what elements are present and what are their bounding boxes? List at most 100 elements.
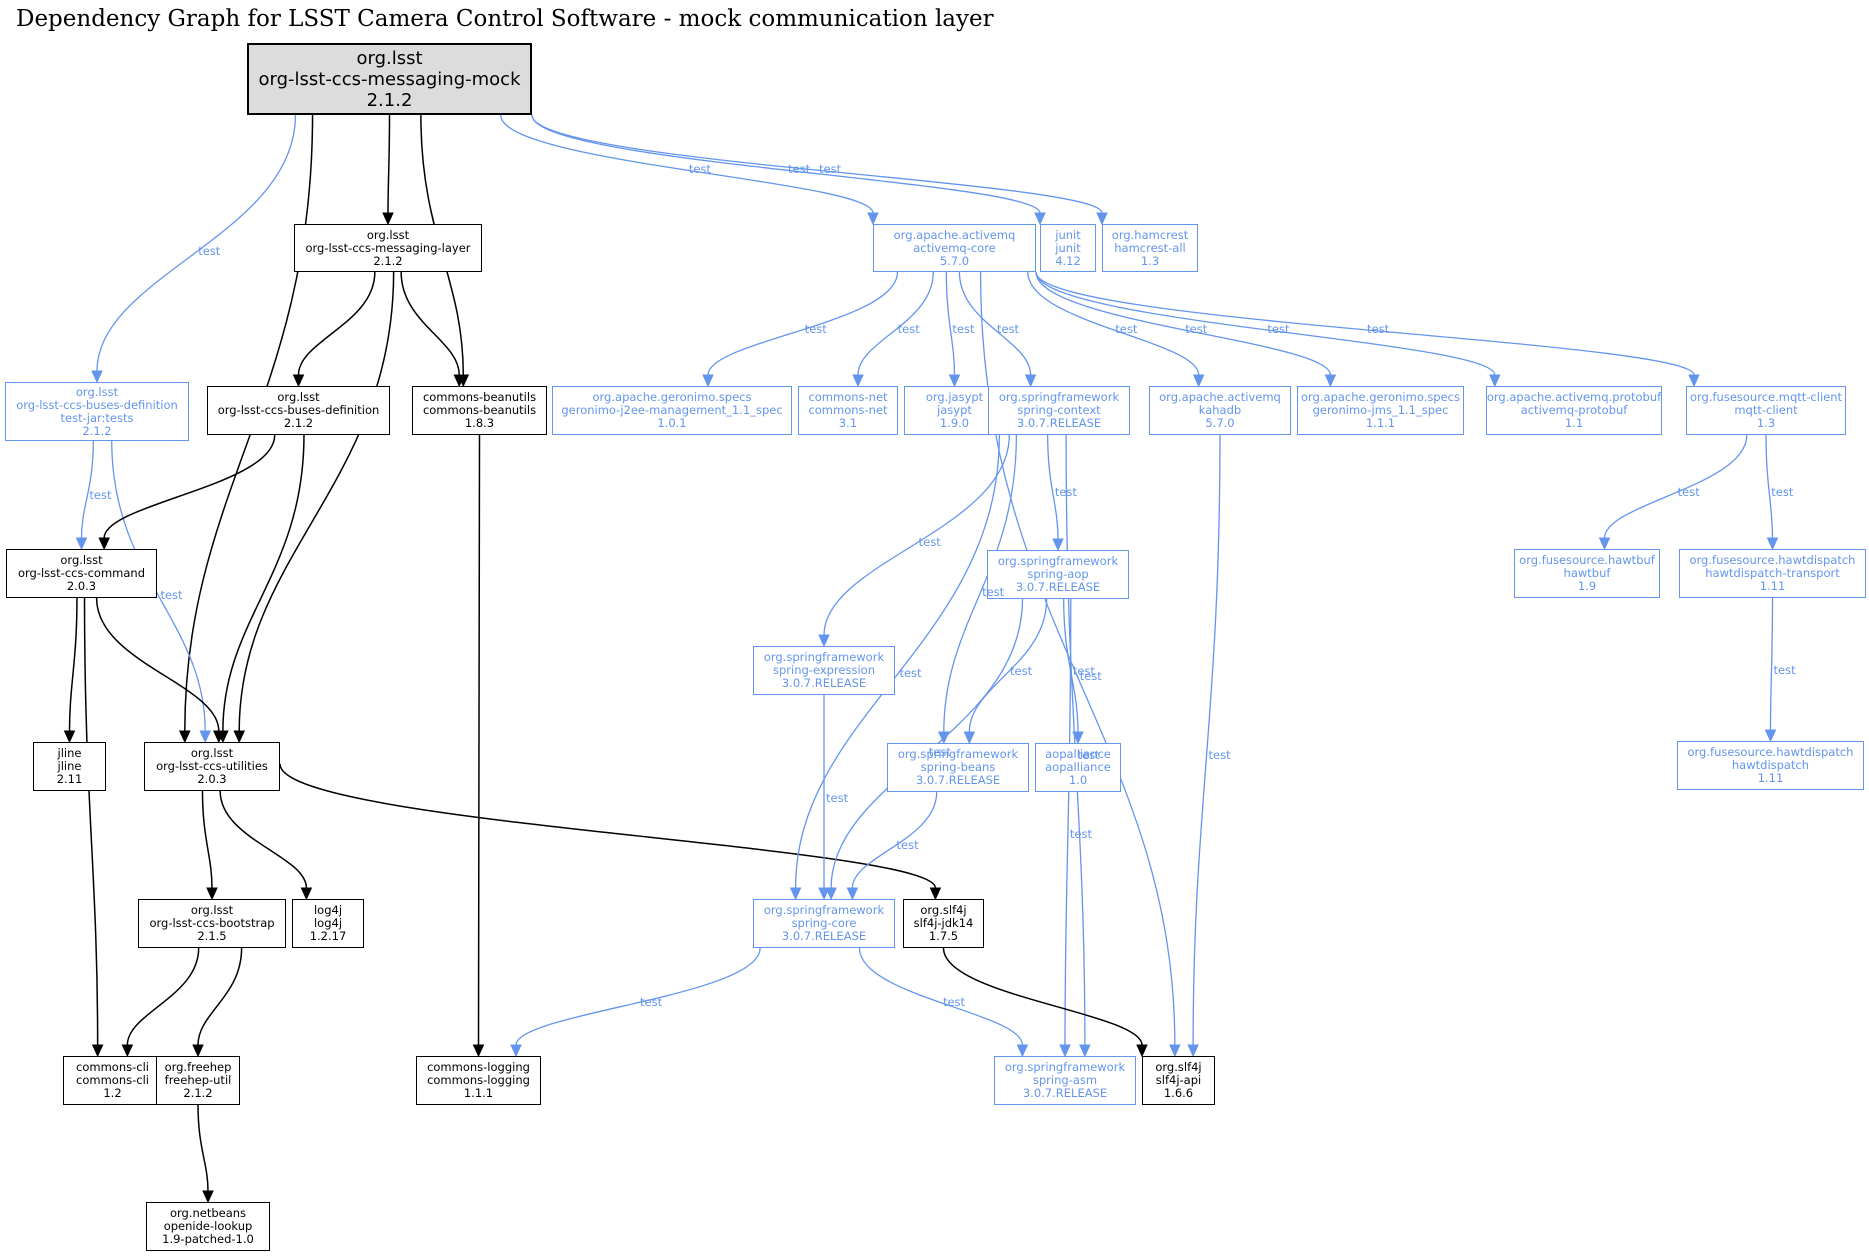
node-group-id: jline — [57, 746, 82, 760]
node-artifact-id: org-lsst-ccs-utilities — [156, 759, 268, 773]
edge-label: test — [826, 791, 849, 806]
arrowhead-icon — [1598, 537, 1611, 551]
edge-label: test — [1267, 321, 1290, 336]
arrowhead-icon — [91, 370, 103, 384]
arrowhead-icon — [510, 1044, 522, 1058]
edge-context-to-core — [794, 434, 1001, 889]
node-group-id: org.lsst — [277, 390, 320, 404]
node-group-id: org.apache.activemq — [1159, 390, 1281, 404]
edge-utilities-to-log4j — [219, 790, 308, 889]
node-version: 1.7.5 — [928, 929, 959, 943]
arrowhead-icon — [929, 887, 942, 901]
node-version: 1.1 — [1564, 416, 1584, 430]
node-group-id: org.lsst — [60, 553, 103, 567]
node-artifact-id: freehep-util — [164, 1073, 232, 1087]
edge-layer-to-buses — [297, 271, 376, 376]
arrowhead-icon — [192, 1044, 204, 1058]
edge-beanutils-to-logging — [477, 434, 481, 1046]
node-artifact-id: spring-core — [791, 916, 857, 930]
arrowhead-icon — [1324, 374, 1337, 388]
node-group-id: org.springframework — [1004, 1060, 1126, 1074]
edge-amqcore-to-cnet — [857, 271, 934, 376]
arrowhead-icon — [1764, 729, 1777, 743]
arrowhead-icon — [179, 730, 191, 744]
arrowhead-icon — [382, 212, 394, 226]
edge-aop-to-beans — [968, 598, 1048, 733]
node-artifact-id: activemq-core — [913, 240, 996, 255]
node-version: 2.11 — [56, 772, 83, 786]
node-version: 1.11 — [1759, 579, 1786, 593]
node-version: 2.0.3 — [66, 579, 97, 593]
node-group-id: aopalliance — [1045, 747, 1111, 761]
edge-mock-to-junit — [531, 114, 1041, 214]
edge-buses-to-utilities — [222, 434, 305, 732]
node-version: 3.0.7.RELEASE — [1015, 580, 1101, 594]
edge-beans-to-core — [851, 791, 938, 889]
arrowhead-icon — [963, 731, 976, 745]
edge-label: test — [952, 321, 975, 336]
node-version: 1.1.1 — [1365, 416, 1396, 430]
node-group-id: org.springframework — [763, 650, 885, 664]
node-group-id: org.lsst — [75, 384, 119, 399]
node-version: 1.6.6 — [1163, 1086, 1194, 1100]
node-artifact-id: geronimo-j2ee-management_1.1_spec — [561, 403, 783, 417]
edge-layer-to-utilities — [238, 271, 395, 732]
arrowhead-icon — [867, 212, 879, 226]
edge-label: test — [1079, 669, 1102, 684]
arrowhead-icon — [206, 887, 218, 901]
edge-label: test — [1185, 321, 1208, 336]
node-group-id: org.slf4j — [920, 903, 967, 917]
node-artifact-id: geronimo-jms_1.1_spec — [1312, 403, 1449, 417]
arrowhead-icon — [1688, 374, 1700, 388]
edge-busestest-to-command — [80, 440, 94, 539]
edge-context-to-asm — [1065, 434, 1086, 1046]
arrowhead-icon — [1072, 731, 1084, 745]
graph-title: Dependency Graph for LSST Camera Control… — [16, 6, 994, 32]
edge-mock-to-busestest — [96, 114, 297, 372]
node-version: 2.1.2 — [183, 1086, 213, 1100]
node-version: 1.9-patched-1.0 — [162, 1232, 254, 1246]
arrowhead-icon — [1169, 1044, 1181, 1058]
arrowhead-icon — [121, 1044, 134, 1058]
node-artifact-id: org-lsst-ccs-buses-definition — [217, 403, 380, 417]
edge-label: test — [688, 162, 711, 177]
node-artifact-id: commons-beanutils — [422, 403, 537, 417]
node-group-id: org.lsst — [356, 47, 423, 69]
node-artifact-id: hawtdispatch — [1731, 758, 1810, 772]
